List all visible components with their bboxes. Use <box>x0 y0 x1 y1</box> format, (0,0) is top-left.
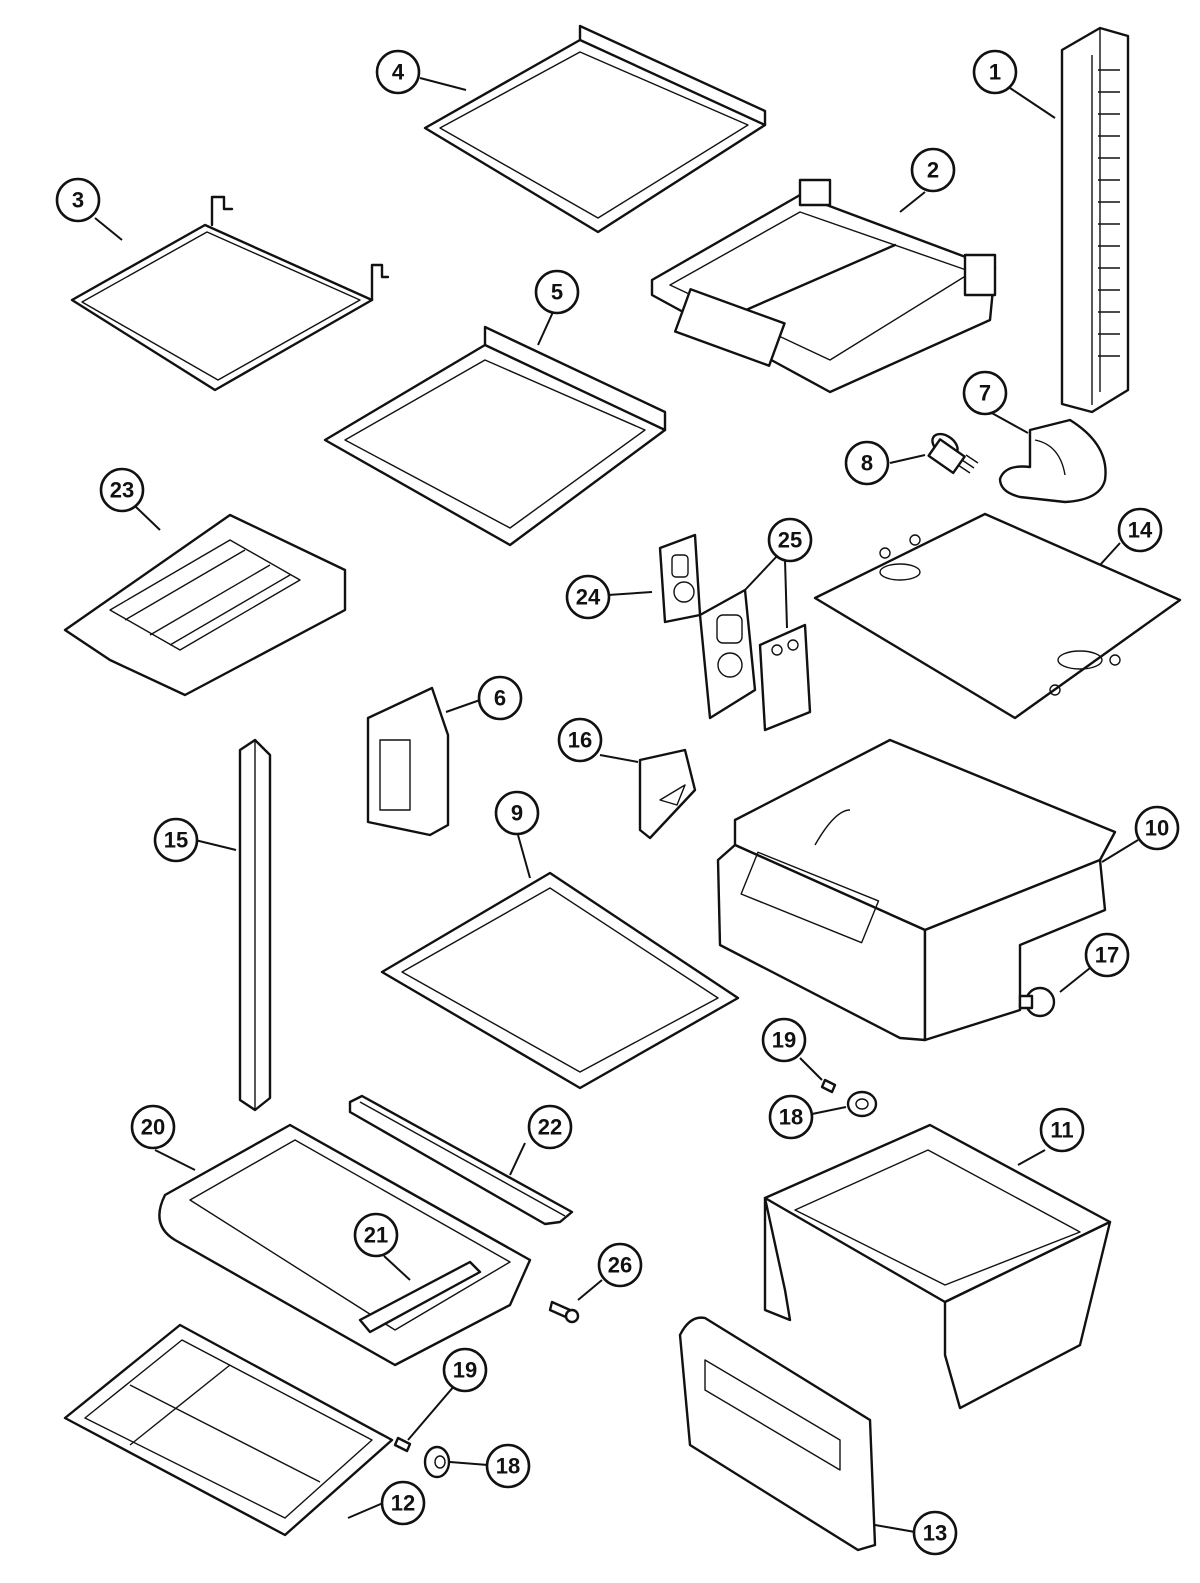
part-26-screw <box>548 1300 580 1324</box>
part-20-crisper-frame <box>158 1123 532 1367</box>
svg-text:20: 20 <box>141 1115 165 1140</box>
part-7-cam-bracket <box>998 418 1107 504</box>
callout-15: 15 <box>153 817 199 863</box>
svg-text:8: 8 <box>861 451 873 476</box>
svg-text:12: 12 <box>391 1491 415 1516</box>
callout-11: 11 <box>1039 1107 1085 1153</box>
svg-text:17: 17 <box>1095 943 1119 968</box>
part-24-outlet-plate <box>658 533 702 624</box>
part-3-wire-shelf <box>70 195 390 392</box>
part-23-chute-tray <box>63 513 347 697</box>
callout-20: 20 <box>130 1104 176 1150</box>
callout-10: 10 <box>1134 805 1180 851</box>
callout-25: 25 <box>767 517 813 563</box>
callout-19-lower: 19 <box>442 1347 488 1393</box>
svg-text:22: 22 <box>538 1115 562 1140</box>
callout-9: 9 <box>494 790 540 836</box>
part-5-glass-shelf <box>323 325 667 547</box>
part-16-clip <box>638 748 697 840</box>
part-22-channel-strip <box>348 1094 574 1226</box>
callout-6: 6 <box>477 675 523 721</box>
part-2-slide-shelf-frame <box>650 178 997 394</box>
part-13-drawer-front <box>678 1316 877 1552</box>
part-19-screw-upper <box>820 1078 837 1094</box>
svg-text:15: 15 <box>164 828 188 853</box>
part-6-housing <box>366 686 450 837</box>
part-18-roller-upper <box>846 1090 878 1118</box>
part-8-bolt <box>927 432 979 475</box>
callout-12: 12 <box>380 1480 426 1526</box>
svg-text:13: 13 <box>923 1521 947 1546</box>
callout-24: 24 <box>565 574 611 620</box>
svg-text:1: 1 <box>989 60 1001 85</box>
svg-text:21: 21 <box>364 1223 388 1248</box>
svg-text:18: 18 <box>496 1454 520 1479</box>
svg-text:9: 9 <box>511 801 523 826</box>
leader-lines <box>94 77 1139 1533</box>
svg-text:14: 14 <box>1128 518 1153 543</box>
svg-text:23: 23 <box>110 478 134 503</box>
callout-21: 21 <box>353 1212 399 1258</box>
part-17-knob <box>1018 986 1056 1018</box>
callout-3: 3 <box>55 177 101 223</box>
svg-text:11: 11 <box>1050 1118 1073 1143</box>
svg-text:3: 3 <box>72 188 84 213</box>
callout-18-upper: 18 <box>768 1094 814 1140</box>
part-19-screw-lower <box>393 1436 412 1453</box>
part-14-cover-panel <box>813 512 1182 720</box>
callout-22: 22 <box>527 1104 573 1150</box>
svg-text:18: 18 <box>779 1105 803 1130</box>
callout-26: 26 <box>597 1242 643 1288</box>
callouts: 1 2 3 4 5 6 7 8 9 10 11 12 13 14 15 16 1… <box>55 49 1180 1556</box>
part-11-crisper-drawer <box>763 1123 1112 1410</box>
callout-16: 16 <box>557 717 603 763</box>
svg-text:7: 7 <box>979 381 991 406</box>
callout-18-lower: 18 <box>485 1443 531 1489</box>
svg-text:19: 19 <box>772 1028 796 1053</box>
callout-8: 8 <box>844 440 890 486</box>
svg-text:10: 10 <box>1145 816 1169 841</box>
part-18-roller-lower <box>423 1445 451 1479</box>
svg-text:6: 6 <box>494 686 506 711</box>
callout-14: 14 <box>1117 507 1163 553</box>
svg-text:16: 16 <box>568 728 592 753</box>
callout-5: 5 <box>534 269 580 315</box>
part-25-gasket <box>698 588 812 732</box>
svg-text:2: 2 <box>927 158 939 183</box>
part-4-glass-shelf <box>423 24 767 234</box>
callout-19-upper: 19 <box>761 1017 807 1063</box>
callout-2: 2 <box>910 147 956 193</box>
svg-text:24: 24 <box>576 585 601 610</box>
callout-7: 7 <box>962 370 1008 416</box>
callout-23: 23 <box>99 467 145 513</box>
part-1-shelf-ladder-rail <box>1060 26 1130 414</box>
svg-text:5: 5 <box>551 280 563 305</box>
svg-text:26: 26 <box>608 1253 632 1278</box>
svg-text:19: 19 <box>453 1358 477 1383</box>
callout-13: 13 <box>912 1510 958 1556</box>
callout-17: 17 <box>1084 932 1130 978</box>
part-21-divider-bar <box>358 1260 482 1334</box>
svg-text:25: 25 <box>778 528 802 553</box>
svg-text:4: 4 <box>392 60 405 85</box>
callout-4: 4 <box>375 49 421 95</box>
part-9-glass-shelf <box>380 871 740 1090</box>
part-10-crisper-cover <box>716 738 1117 1042</box>
part-15-vertical-rail <box>238 738 272 1112</box>
callout-1: 1 <box>972 49 1018 95</box>
part-12-tray <box>63 1323 394 1537</box>
